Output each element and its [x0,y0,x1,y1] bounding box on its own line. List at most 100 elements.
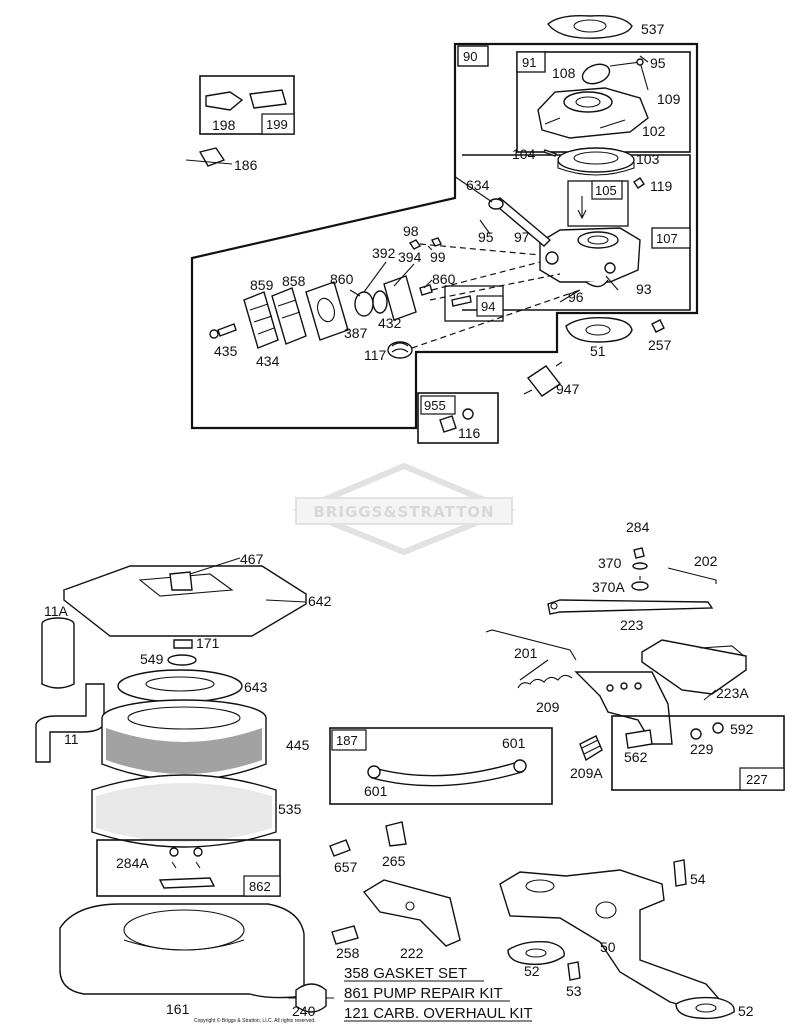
label-91: 91 [522,55,536,70]
fuel-filter-947 [523,361,563,397]
box-198-199 [199,75,295,135]
float-bowl-gasket-103 [557,147,635,176]
label-11A: 11A [44,603,69,619]
pump-diaphragm-108 [581,58,649,91]
label-434: 434 [256,353,280,369]
pump-plate-394 [383,275,417,321]
label-95-lower: 95 [478,229,494,245]
bracket-222 [362,879,461,947]
label-860-left: 860 [330,271,354,287]
label-52-upper: 52 [524,963,540,979]
label-102: 102 [642,123,666,139]
air-cleaner-cover-642 [62,565,308,637]
label-50: 50 [600,939,616,955]
clip-265 [385,821,407,847]
label-109: 109 [657,91,681,107]
label-52-lower: 52 [738,1003,754,1019]
label-98: 98 [403,223,419,239]
screw-258 [331,925,359,945]
screw-98 [408,239,422,250]
carburetor-lower-body-107 [539,227,641,288]
spring-209 [517,674,573,689]
label-209: 209 [536,699,560,715]
link-202 [667,567,717,584]
label-229: 229 [690,741,714,757]
screw-94 [451,295,472,307]
plug-955 [439,415,457,433]
gasket-52a [507,940,565,966]
fuel-line-601 [367,759,527,787]
label-862: 862 [249,879,271,894]
inlet-needle-105 [577,196,587,220]
gasket-51 [565,316,633,343]
box-187 [329,727,553,805]
label-467: 467 [240,551,264,567]
fitting-198 [205,91,244,111]
dash-line-98 [419,243,541,256]
label-90: 90 [463,49,477,64]
spring-117 [387,341,413,359]
label-53: 53 [566,983,582,999]
kit-gasket-set: 358 GASKET SET [344,965,467,982]
air-cleaner-base-161 [59,903,305,999]
kit-carb-overhaul: 121 CARB. OVERHAUL KIT [344,1005,533,1022]
kit-pump-repair: 861 PUMP REPAIR KIT [344,985,503,1002]
label-860-right: 860 [432,271,456,287]
pump-gasket-859 [243,291,279,349]
carburetor-upper-body-102 [537,87,649,139]
label-370: 370 [598,555,622,571]
label-223: 223 [620,617,644,633]
breather-tube-11 [35,683,105,763]
label-199: 199 [266,117,288,132]
breather-tube-11A [41,617,75,689]
dash-line-94 [429,273,561,301]
label-634: 634 [466,177,490,193]
label-119: 119 [650,178,673,194]
label-202: 202 [694,553,718,569]
washer-229 [690,728,702,740]
screw-99 [431,237,442,247]
label-947: 947 [556,381,580,397]
label-117: 117 [364,347,387,363]
label-535: 535 [278,801,302,817]
label-592: 592 [730,721,754,737]
washer-116 [462,408,474,420]
nut-592 [712,722,724,734]
fitting-199 [249,89,287,109]
screw-657 [329,839,351,857]
wing-nut-467 [169,571,193,591]
label-643: 643 [244,679,268,695]
screw-257 [651,319,665,333]
label-51: 51 [590,343,606,359]
fuel-filter-240 [288,983,334,1013]
box-227 [611,715,785,791]
washer-370A [631,581,649,591]
part-number-labels: 537 90 91 108 95 109 102 198 199 186 104… [44,21,768,1019]
label-657: 657 [334,859,358,875]
nut-171 [173,639,193,649]
label-99: 99 [430,249,446,265]
label-258: 258 [336,945,360,961]
label-186: 186 [234,157,258,173]
gasket-52b [675,996,735,1020]
filter-cartridge-445 [101,699,267,781]
label-955: 955 [424,398,446,413]
gasket-537 [547,14,633,39]
label-562: 562 [624,749,648,765]
pump-diaphragm-858 [271,287,307,345]
label-370A: 370A [592,579,625,595]
label-107: 107 [656,231,678,246]
label-93: 93 [636,281,652,297]
control-bracket-223A [641,639,747,695]
screw-435 [217,323,237,337]
label-223A: 223A [716,685,749,701]
link-201 [485,629,577,661]
label-54: 54 [690,871,706,887]
precleaner-535 [91,774,277,848]
label-116: 116 [458,425,481,441]
label-387: 387 [344,325,368,341]
label-265: 265 [382,853,406,869]
label-537: 537 [641,21,665,37]
label-94: 94 [481,299,495,314]
